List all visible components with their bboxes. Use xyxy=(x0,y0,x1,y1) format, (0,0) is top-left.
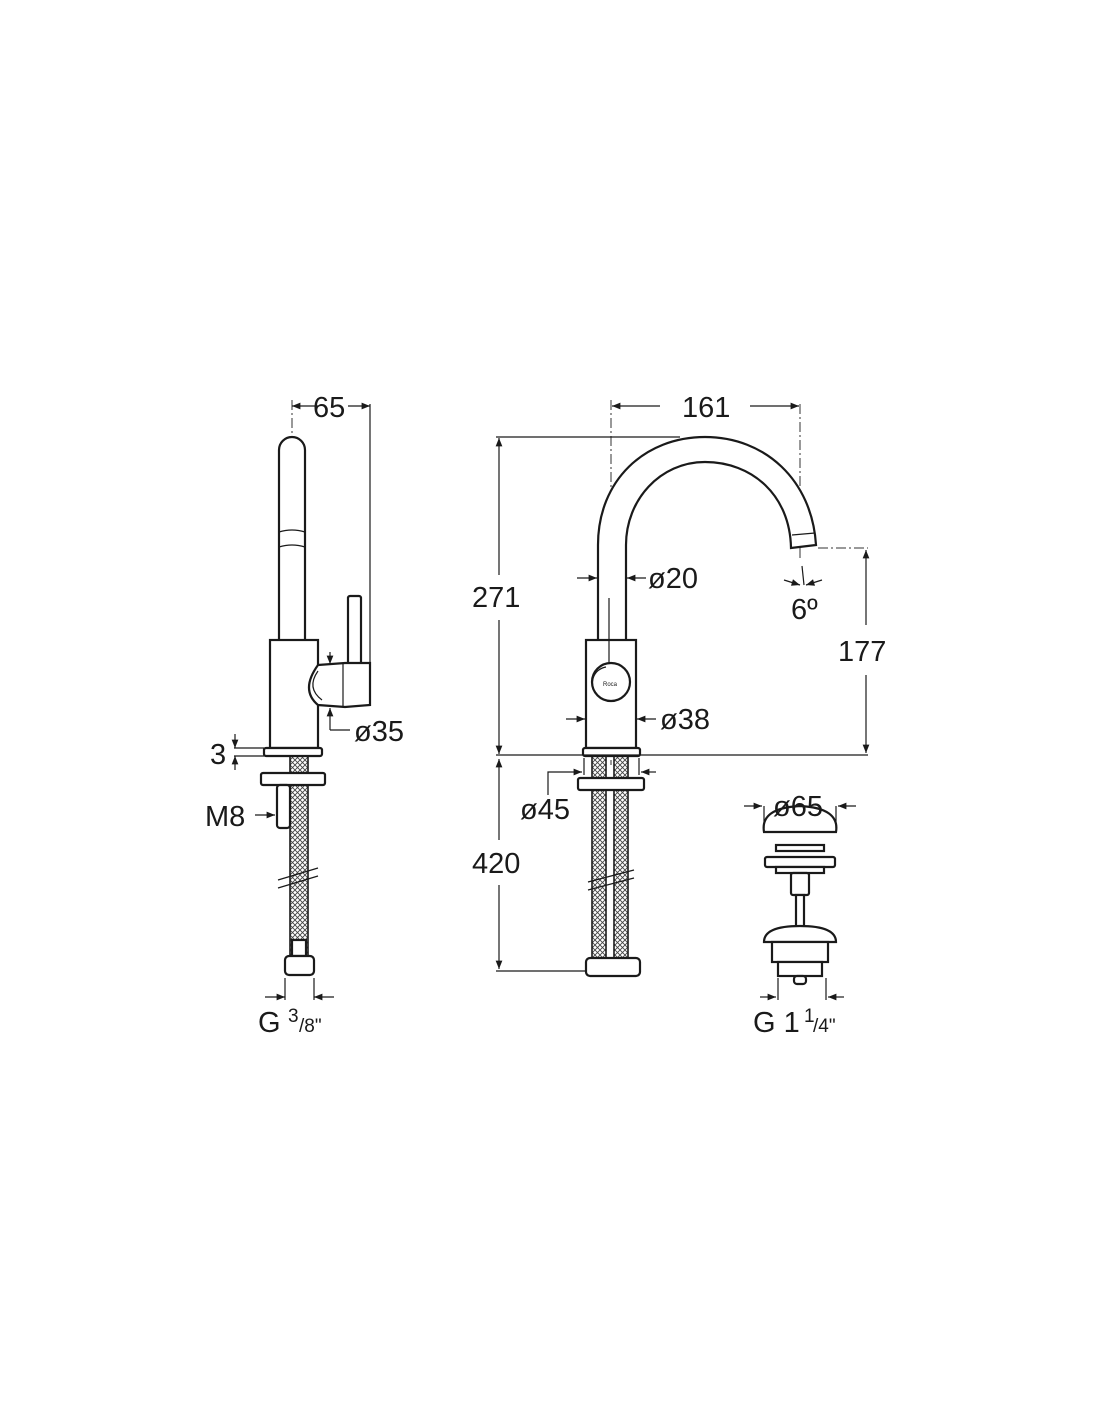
hex-nut xyxy=(283,954,316,977)
dim-handle-dia: ø35 xyxy=(354,716,404,748)
washer xyxy=(259,771,327,787)
roca-logo: Roca xyxy=(603,682,618,688)
dim-plate-3: 3 xyxy=(210,739,226,771)
fraction-denominator: /4" xyxy=(813,1016,836,1037)
dim-cap-dia: ø65 xyxy=(773,791,823,823)
fraction-numerator: 3 xyxy=(288,1006,299,1027)
dim-stud: M8 xyxy=(205,801,245,833)
handle xyxy=(307,661,372,709)
m8-stud xyxy=(275,783,292,830)
base-plate xyxy=(262,746,324,758)
body xyxy=(584,638,638,750)
hex-nuts xyxy=(584,956,642,978)
dim-width-65: 65 xyxy=(313,392,345,424)
drain-body xyxy=(762,924,838,944)
fraction-numerator: 1 xyxy=(804,1006,815,1027)
spout xyxy=(596,435,818,644)
base-plate xyxy=(581,746,642,758)
spout-tube xyxy=(277,435,307,640)
front-view: Roca 161 271 ø20 ø38 6º 177 xyxy=(472,392,886,978)
dim-spout-height-177: 177 xyxy=(838,636,886,668)
drain-view: ø65 G 1 1 /4" xyxy=(744,791,856,1039)
dim-connection-g: G xyxy=(258,1007,281,1039)
dim-hose-length-420: 420 xyxy=(472,848,520,880)
fraction-denominator: /8" xyxy=(299,1016,322,1037)
dim-body-dia: ø38 xyxy=(660,704,710,736)
side-view: 65 3 ø35 M8 G 3 /8" xyxy=(205,392,404,1039)
dim-height-271: 271 xyxy=(472,582,520,614)
dim-base-dia: ø45 xyxy=(520,794,570,826)
dim-spout-dia: ø20 xyxy=(648,563,698,595)
washer xyxy=(576,776,646,792)
dim-thread: G 1 xyxy=(753,1007,800,1039)
lever xyxy=(346,594,363,668)
dim-reach-161: 161 xyxy=(682,392,730,424)
dim-angle: 6º xyxy=(791,594,818,626)
